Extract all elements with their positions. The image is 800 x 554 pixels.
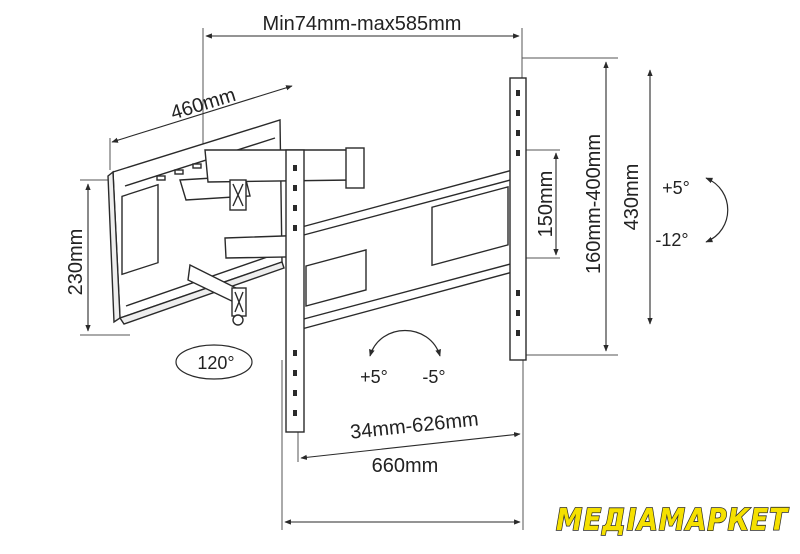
- brand-logo: МЕДІАМАРКЕТ: [556, 503, 789, 538]
- wall-plate-height-label: 230mm: [65, 229, 87, 296]
- swivel-arrow-icon: [175, 344, 253, 380]
- tilt-down-label: -12°: [655, 230, 688, 250]
- swivel-angle-label: 120°: [197, 353, 234, 373]
- rotation-arrows: [175, 177, 729, 380]
- level-minus-label: -5°: [422, 367, 445, 387]
- vesa-vertical-label: 160mm-400mm: [583, 134, 605, 274]
- bracket-height-label: 430mm: [621, 164, 643, 231]
- tv-bracket: [285, 77, 527, 433]
- level-arrow-icon: [369, 330, 441, 357]
- tilt-up-label: +5°: [662, 178, 690, 198]
- arm-extension-label: Min74mm-max585mm: [263, 13, 462, 35]
- tilt-arrow-icon: [705, 177, 729, 243]
- vesa-horizontal-label: 34mm-626mm: [349, 408, 480, 443]
- bracket-width-label: 660mm: [372, 455, 439, 477]
- dimension-lines: [85, 33, 653, 525]
- hole-height-label: 150mm: [535, 171, 557, 238]
- level-plus-label: +5°: [360, 367, 388, 387]
